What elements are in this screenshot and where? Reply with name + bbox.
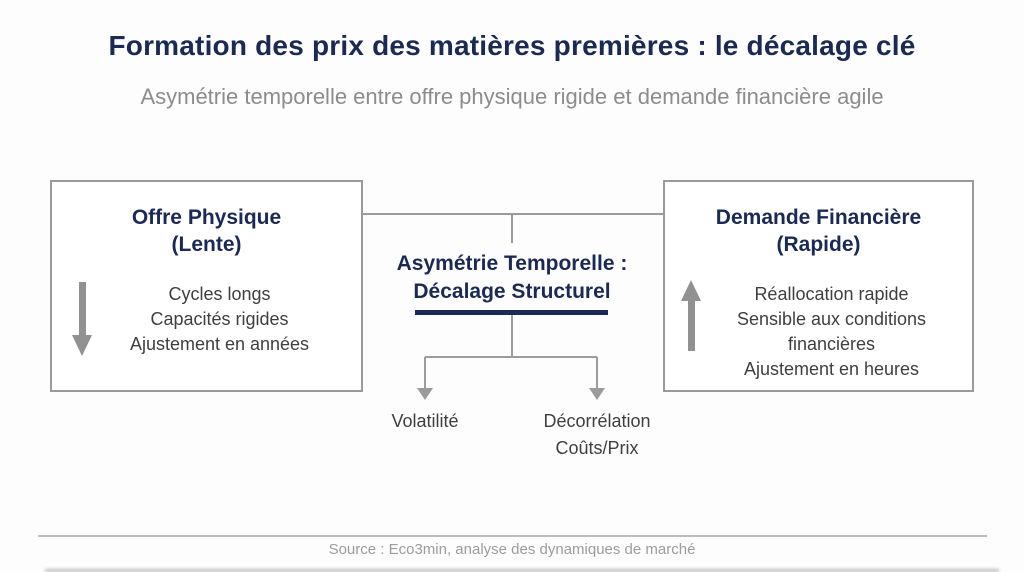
up-arrow-head (681, 280, 701, 301)
heading-underline (415, 310, 608, 315)
financial-demand-items: Réallocation rapide Sensible aux conditi… (695, 282, 968, 382)
heading-line: Asymétrie Temporelle : (396, 252, 628, 275)
financial-demand-box: Demande Financière (Rapide) Réallocation… (663, 180, 974, 392)
box-title-line: Demande Financière (715, 206, 922, 229)
box-title-line: (Rapide) (776, 233, 861, 256)
slide-title: Formation des prix des matières première… (108, 30, 916, 61)
list-item: Capacités rigides (150, 309, 289, 329)
connector-middle-vertical (511, 315, 513, 357)
list-item: Ajustement en années (129, 334, 310, 354)
connector-split-horizontal (425, 356, 597, 358)
bottom-edge-artifact (45, 569, 999, 572)
decorrelation-label: Décorrélation Coûts/Prix (507, 408, 687, 462)
source-text: Source : Eco3min, analyse des dynamiques… (328, 541, 696, 558)
list-item: Ajustement en heures (743, 359, 920, 379)
heading-line: Décalage Structurel (413, 280, 611, 303)
box-title-line: (Lente) (171, 233, 242, 256)
physical-supply-box-title: Offre Physique (Lente) (52, 204, 361, 258)
connector-top-vertical (511, 214, 513, 243)
decorrelation-line: Décorrélation (543, 411, 651, 431)
temporal-asymmetry-heading: Asymétrie Temporelle : Décalage Structur… (312, 250, 712, 306)
box-title-line: Offre Physique (131, 206, 282, 229)
list-item: financières (787, 334, 876, 354)
up-arrow-stem (687, 301, 695, 351)
list-item: Sensible aux conditions (736, 309, 927, 329)
physical-supply-box: Offre Physique (Lente) Cycles longs Capa… (50, 180, 363, 392)
up-arrow-icon (681, 280, 701, 351)
down-arrow-head (72, 335, 92, 356)
decorrelation-line: Coûts/Prix (555, 438, 639, 458)
down-arrow-stem (78, 282, 86, 335)
financial-demand-box-title: Demande Financière (Rapide) (665, 204, 972, 258)
small-down-arrow-icon (417, 388, 433, 400)
volatility-label: Volatilité (391, 411, 459, 431)
small-down-arrow-icon (589, 388, 605, 400)
connector-right-stem (596, 357, 598, 389)
connector-left-stem (424, 357, 426, 389)
list-item: Réallocation rapide (754, 284, 909, 304)
down-arrow-icon (72, 282, 92, 356)
physical-supply-items: Cycles longs Capacités rigides Ajustemen… (82, 282, 357, 357)
footer-divider (38, 535, 987, 537)
slide-subtitle: Asymétrie temporelle entre offre physiqu… (140, 84, 884, 109)
list-item: Cycles longs (168, 284, 271, 304)
